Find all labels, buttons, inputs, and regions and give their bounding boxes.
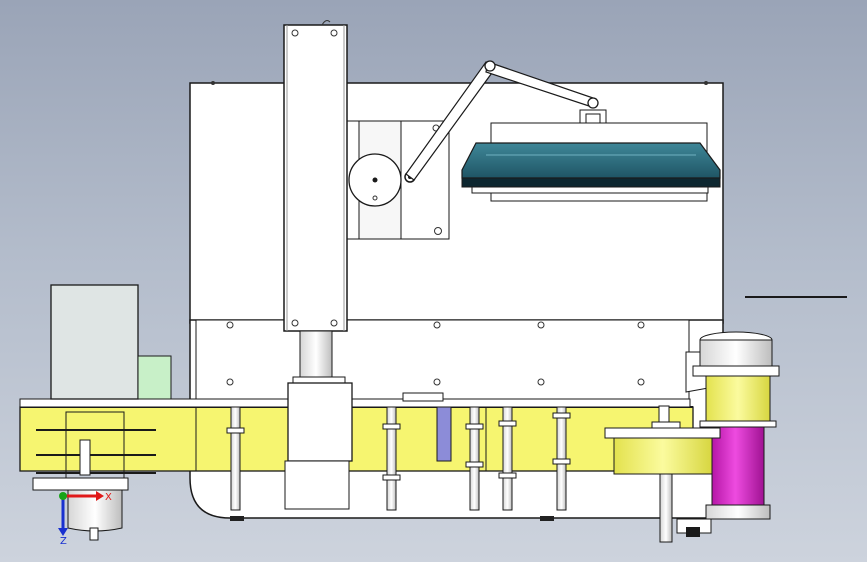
sensor-block [402,392,452,462]
right-motor [676,331,780,537]
axis-z-label: Z [60,536,67,544]
linkage-arms [405,60,599,181]
vertical-rods [226,406,571,511]
electrical-box [50,284,172,400]
base-screws [226,321,645,386]
axis-y-dot [59,492,67,500]
left-spindle [32,411,156,541]
vertical-column [283,20,348,332]
axis-z-arrowhead [58,528,68,536]
center-guide-block [284,330,353,510]
yellow-beam [19,398,694,472]
label-hood [461,122,721,202]
drive-wheel [348,153,416,207]
drive-drum [604,405,721,543]
coordinate-triad: X Z [58,491,112,544]
axis-x-arrowhead [96,491,104,501]
base-feet [230,516,554,521]
axis-x-label: X [105,492,112,503]
